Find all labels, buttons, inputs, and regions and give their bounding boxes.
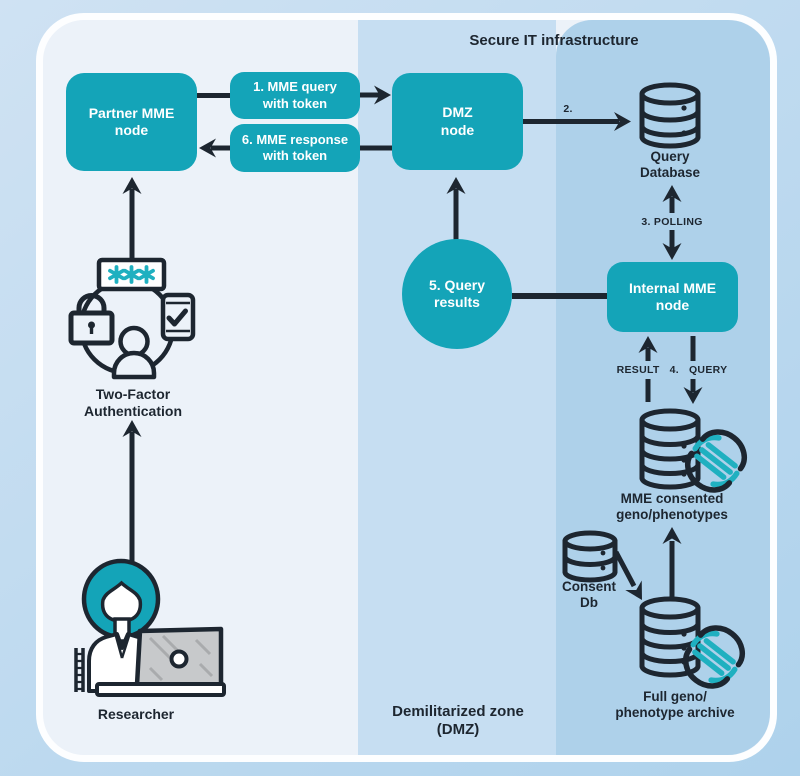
secure-zone-title: Secure IT infrastructure bbox=[469, 32, 639, 49]
partner-mme-node: Partner MME node bbox=[66, 73, 197, 171]
two-factor-label: Two-Factor Authentication bbox=[84, 386, 182, 420]
step3-polling-label: 3. POLLING bbox=[629, 213, 715, 230]
consent-db-label: Consent Db bbox=[562, 579, 616, 611]
step4-label-row: RESULT 4. QUERY bbox=[612, 361, 732, 379]
dmz-zone-title: Demilitarized zone (DMZ) bbox=[392, 703, 524, 739]
result-label: RESULT bbox=[616, 364, 660, 376]
full-archive-label: Full geno/ phenotype archive bbox=[615, 689, 735, 721]
researcher-label: Researcher bbox=[97, 706, 175, 722]
secure-zone-band bbox=[556, 20, 770, 755]
internal-mme-node: Internal MME node bbox=[607, 262, 738, 332]
query-label: QUERY bbox=[688, 364, 728, 376]
step4-label: 4. bbox=[669, 364, 679, 376]
mme-response-message: 6. MME response with token bbox=[230, 124, 360, 172]
query-database-label: Query Database bbox=[639, 149, 701, 181]
mme-consented-label: MME consented geno/phenotypes bbox=[616, 491, 728, 523]
step2-label: 2. bbox=[563, 103, 573, 115]
query-results-node: 5. Query results bbox=[402, 239, 512, 349]
mme-query-message: 1. MME query with token bbox=[230, 72, 360, 119]
dmz-node: DMZ node bbox=[392, 73, 523, 170]
